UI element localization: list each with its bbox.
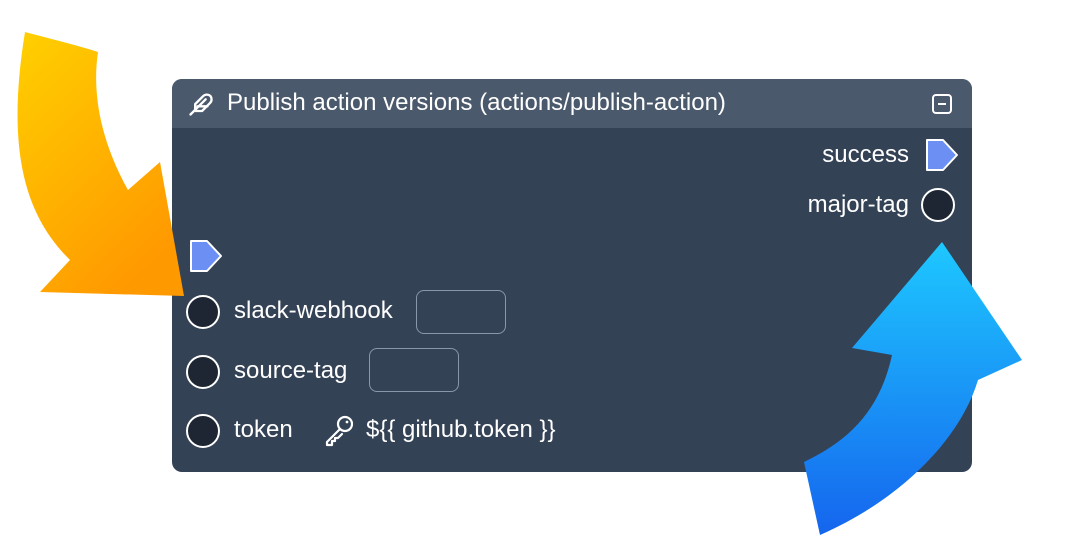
node-header[interactable]: Publish action versions (actions/publish… <box>172 79 972 128</box>
input-port-token[interactable] <box>186 414 220 448</box>
input-port-source-tag[interactable] <box>186 355 220 389</box>
input-port-slack-webhook[interactable] <box>186 295 220 329</box>
action-node[interactable]: Publish action versions (actions/publish… <box>172 79 972 472</box>
collapse-icon[interactable] <box>931 93 953 115</box>
output-label-success: success <box>822 141 909 168</box>
key-icon <box>325 415 354 447</box>
token-value[interactable]: ${{ github.token }} <box>366 416 556 443</box>
input-label-token: token <box>234 416 293 443</box>
node-title: Publish action versions (actions/publish… <box>227 89 726 116</box>
source-tag-field[interactable] <box>369 348 459 392</box>
output-port-major-tag[interactable] <box>921 188 955 222</box>
output-port-success[interactable] <box>924 138 960 172</box>
input-label-slack-webhook: slack-webhook <box>234 297 393 324</box>
input-label-source-tag: source-tag <box>234 357 348 384</box>
feather-icon <box>189 93 213 116</box>
output-label-major-tag: major-tag <box>807 191 909 218</box>
input-flow-port[interactable] <box>188 239 224 273</box>
slack-webhook-field[interactable] <box>416 290 506 334</box>
